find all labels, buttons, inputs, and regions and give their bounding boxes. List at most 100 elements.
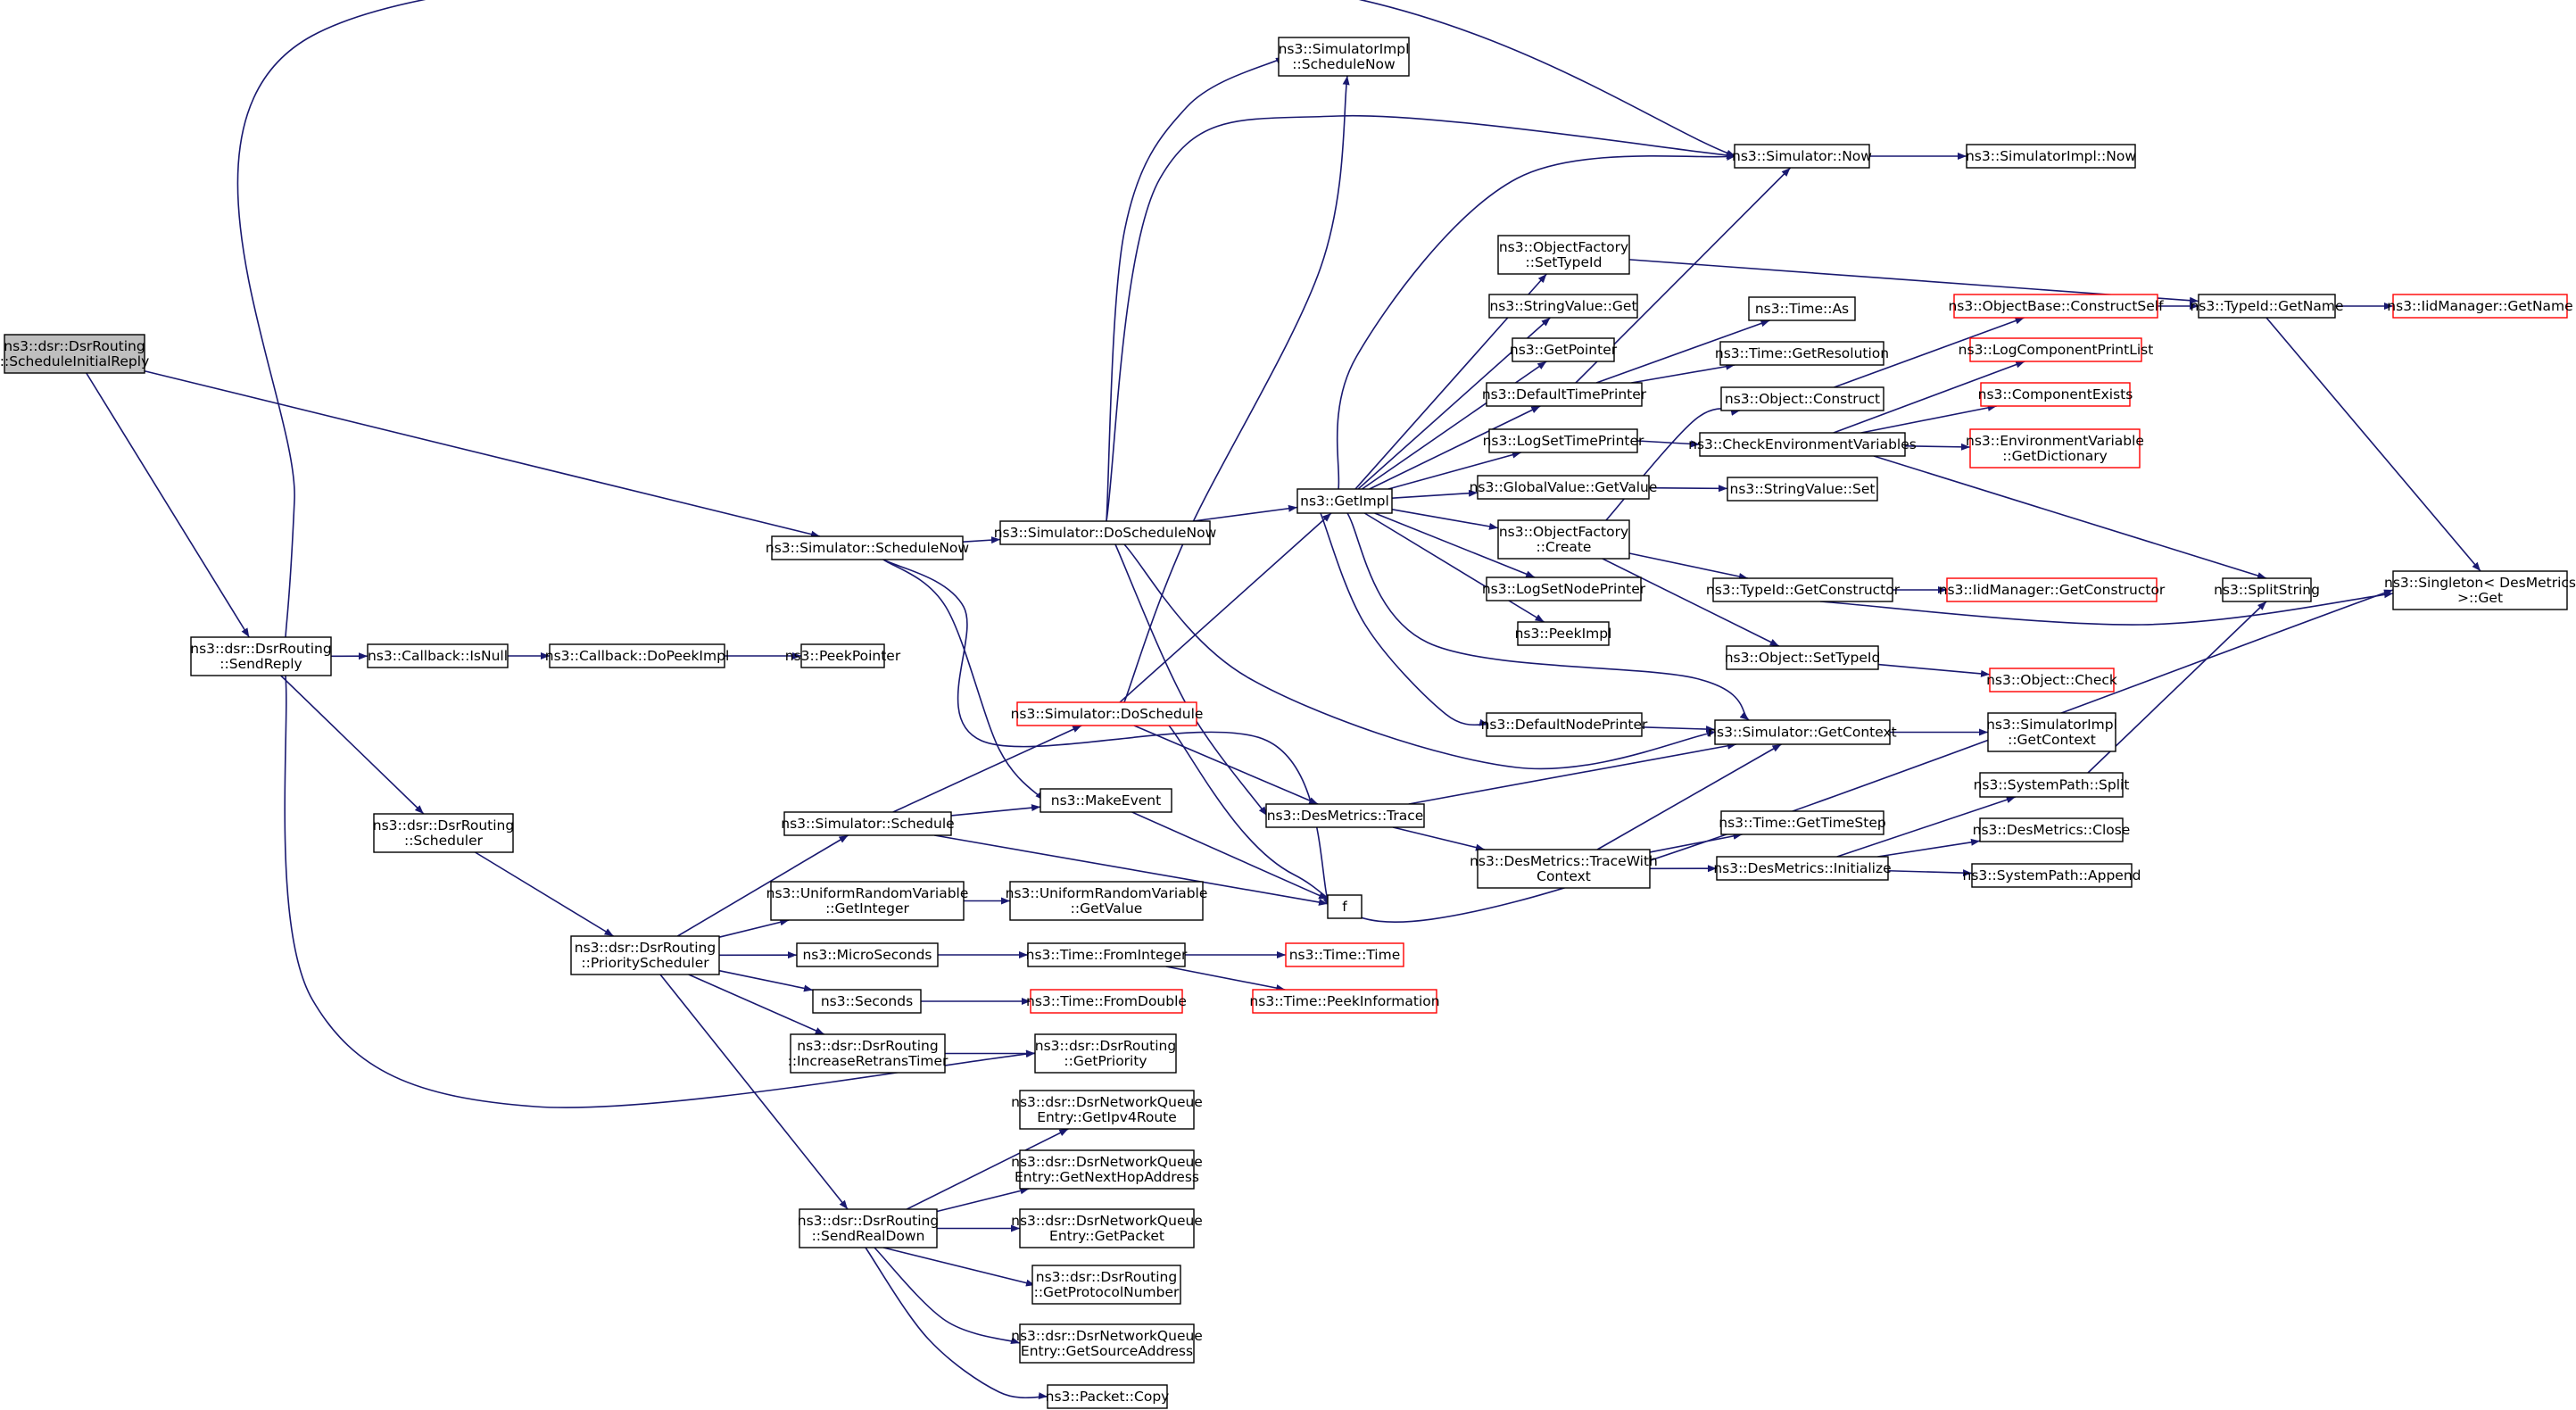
node-box[interactable] <box>1486 712 1643 737</box>
node-typeid_getconstructor[interactable]: ns3::TypeId::GetConstructor <box>1706 577 1901 602</box>
node-urv_getinteger[interactable]: ns3::UniformRandomVariable::GetInteger <box>766 881 969 921</box>
node-box[interactable] <box>1019 1323 1195 1364</box>
node-box[interactable] <box>1726 645 1879 670</box>
node-objectbase_constructself[interactable]: ns3::ObjectBase::ConstructSelf <box>1948 294 2164 319</box>
node-time_peekinformation[interactable]: ns3::Time::PeekInformation <box>1249 989 1440 1014</box>
node-stringvalue_set[interactable]: ns3::StringValue::Set <box>1727 477 1878 502</box>
node-envvar_getdictionary[interactable]: ns3::EnvironmentVariable::GetDictionary <box>1966 428 2144 469</box>
node-box[interactable] <box>1748 296 1856 321</box>
node-of_settypeid[interactable]: ns3::ObjectFactory::SetTypeId <box>1497 235 1630 275</box>
node-simimpl_schedulenow[interactable]: ns3::SimulatorImpl::ScheduleNow <box>1278 37 1410 77</box>
node-sim_getcontext[interactable]: ns3::Simulator::GetContext <box>1708 719 1897 745</box>
node-box[interactable] <box>1719 341 1884 366</box>
node-box[interactable] <box>2392 294 2568 319</box>
node-box[interactable] <box>1714 719 1891 745</box>
node-sim_now[interactable]: ns3::Simulator::Now <box>1732 144 1872 169</box>
node-box[interactable] <box>1969 428 2141 469</box>
node-object_settypeid[interactable]: ns3::Object::SetTypeId <box>1725 645 1881 670</box>
node-defaultnodeprinter[interactable]: ns3::DefaultNodePrinter <box>1481 712 1648 737</box>
node-box[interactable] <box>1946 577 2158 602</box>
node-desmetrics_trace[interactable]: ns3::DesMetrics::Trace <box>1265 803 1425 828</box>
node-sim_schedulenow[interactable]: ns3::Simulator::ScheduleNow <box>766 535 969 560</box>
node-box[interactable] <box>1727 477 1878 502</box>
node-sim_doschedule[interactable]: ns3::Simulator::DoSchedule <box>1011 701 1204 726</box>
node-box[interactable] <box>1027 942 1186 967</box>
node-box[interactable] <box>4 334 145 374</box>
node-logsetnodeprinter[interactable]: ns3::LogSetNodePrinter <box>1482 576 1646 601</box>
node-box[interactable] <box>771 535 964 560</box>
node-defaulttimeprinter[interactable]: ns3::DefaultTimePrinter <box>1482 382 1647 407</box>
node-box[interactable] <box>2222 577 2312 602</box>
node-box[interactable] <box>1488 294 1638 319</box>
node-object_construct[interactable]: ns3::Object::Construct <box>1720 386 1884 411</box>
node-urv_getvalue[interactable]: ns3::UniformRandomVariable::GetValue <box>1006 881 1208 921</box>
node-dsr_scheduler[interactable]: ns3::dsr::DsrRouting::Scheduler <box>373 813 514 853</box>
node-logsettimeprinter[interactable]: ns3::LogSetTimePrinter <box>1483 428 1644 453</box>
node-box[interactable] <box>1016 701 1197 726</box>
node-box[interactable] <box>1979 772 2124 798</box>
node-box[interactable] <box>1488 428 1638 453</box>
node-getimpl[interactable]: ns3::GetImpl <box>1296 488 1393 514</box>
node-box[interactable] <box>1953 294 2158 319</box>
node-box[interactable] <box>373 813 514 853</box>
node-box[interactable] <box>1712 577 1893 602</box>
node-typeid_getname[interactable]: ns3::TypeId::GetName <box>2190 294 2344 319</box>
node-priorityscheduler[interactable]: ns3::dsr::DsrRouting::PriorityScheduler <box>570 935 720 975</box>
node-box[interactable] <box>1980 382 2131 407</box>
node-box[interactable] <box>1979 817 2124 842</box>
node-systempath_append[interactable]: ns3::SystemPath::Append <box>1963 863 2141 888</box>
node-time_frominteger[interactable]: ns3::Time::FromInteger <box>1026 942 1188 967</box>
node-box[interactable] <box>190 636 332 676</box>
node-box[interactable] <box>783 811 952 836</box>
node-packet_copy[interactable]: ns3::Packet::Copy <box>1046 1384 1170 1409</box>
node-box[interactable] <box>1019 1149 1195 1190</box>
node-box[interactable] <box>1720 810 1884 835</box>
node-sim_schedule[interactable]: ns3::Simulator::Schedule <box>781 811 955 836</box>
node-box[interactable] <box>1477 475 1650 500</box>
node-nqe_getsourceaddress[interactable]: ns3::dsr::DsrNetworkQueueEntry::GetSourc… <box>1011 1323 1203 1364</box>
node-box[interactable] <box>549 643 725 668</box>
node-time_getresolution[interactable]: ns3::Time::GetResolution <box>1715 341 1889 366</box>
node-box[interactable] <box>1252 989 1437 1014</box>
node-box[interactable] <box>1497 235 1630 275</box>
node-makeevent[interactable]: ns3::MakeEvent <box>1040 788 1172 813</box>
node-box[interactable] <box>790 1033 946 1074</box>
node-seconds[interactable]: ns3::Seconds <box>812 989 922 1014</box>
node-microseconds[interactable]: ns3::MicroSeconds <box>796 942 939 967</box>
node-sendrealdown[interactable]: ns3::dsr::DsrRouting::SendRealDown <box>798 1208 939 1248</box>
node-peekpointer[interactable]: ns3::PeekPointer <box>785 643 901 668</box>
node-box[interactable] <box>1512 337 1615 362</box>
node-box[interactable] <box>1019 1090 1195 1130</box>
node-box[interactable] <box>999 520 1211 545</box>
node-box[interactable] <box>1517 621 1610 646</box>
node-stringvalue_get[interactable]: ns3::StringValue::Get <box>1488 294 1638 319</box>
node-box[interactable] <box>367 643 509 668</box>
node-box[interactable] <box>1034 1033 1177 1074</box>
node-iidmanager_getname[interactable]: ns3::IidManager::GetName <box>2387 294 2573 319</box>
node-box[interactable] <box>1278 37 1410 77</box>
node-gv_getvalue[interactable]: ns3::GlobalValue::GetValue <box>1470 475 1658 500</box>
node-box[interactable] <box>800 643 885 668</box>
node-box[interactable] <box>1285 942 1404 967</box>
node-box[interactable] <box>1989 668 2115 693</box>
node-peekimpl[interactable]: ns3::PeekImpl <box>1515 621 1612 646</box>
node-logcomponentprintlist[interactable]: ns3::LogComponentPrintList <box>1959 337 2154 362</box>
node-singleton_get[interactable]: ns3::Singleton< DesMetrics>::Get <box>2384 570 2576 610</box>
node-box[interactable] <box>1497 519 1630 560</box>
node-box[interactable] <box>1265 803 1425 828</box>
node-splitstring[interactable]: ns3::SplitString <box>2214 577 2320 602</box>
node-box[interactable] <box>799 1208 938 1248</box>
node-time_as[interactable]: ns3::Time::As <box>1748 296 1856 321</box>
node-time_fromdouble[interactable]: ns3::Time::FromDouble <box>1026 989 1187 1014</box>
node-of_create[interactable]: ns3::ObjectFactory::Create <box>1497 519 1630 560</box>
node-box[interactable] <box>1699 432 1906 457</box>
node-box[interactable] <box>796 942 939 967</box>
node-time_gettimestep[interactable]: ns3::Time::GetTimeStep <box>1719 810 1886 835</box>
node-checkenv[interactable]: ns3::CheckEnvironmentVariables <box>1688 432 1917 457</box>
node-simimpl_now[interactable]: ns3::SimulatorImpl::Now <box>1966 144 2136 169</box>
node-box[interactable] <box>2198 294 2336 319</box>
node-nqe_getnexthopaddress[interactable]: ns3::dsr::DsrNetworkQueueEntry::GetNextH… <box>1011 1149 1203 1190</box>
node-getpriority[interactable]: ns3::dsr::DsrRouting::GetPriority <box>1034 1033 1177 1074</box>
node-box[interactable] <box>1477 849 1651 889</box>
